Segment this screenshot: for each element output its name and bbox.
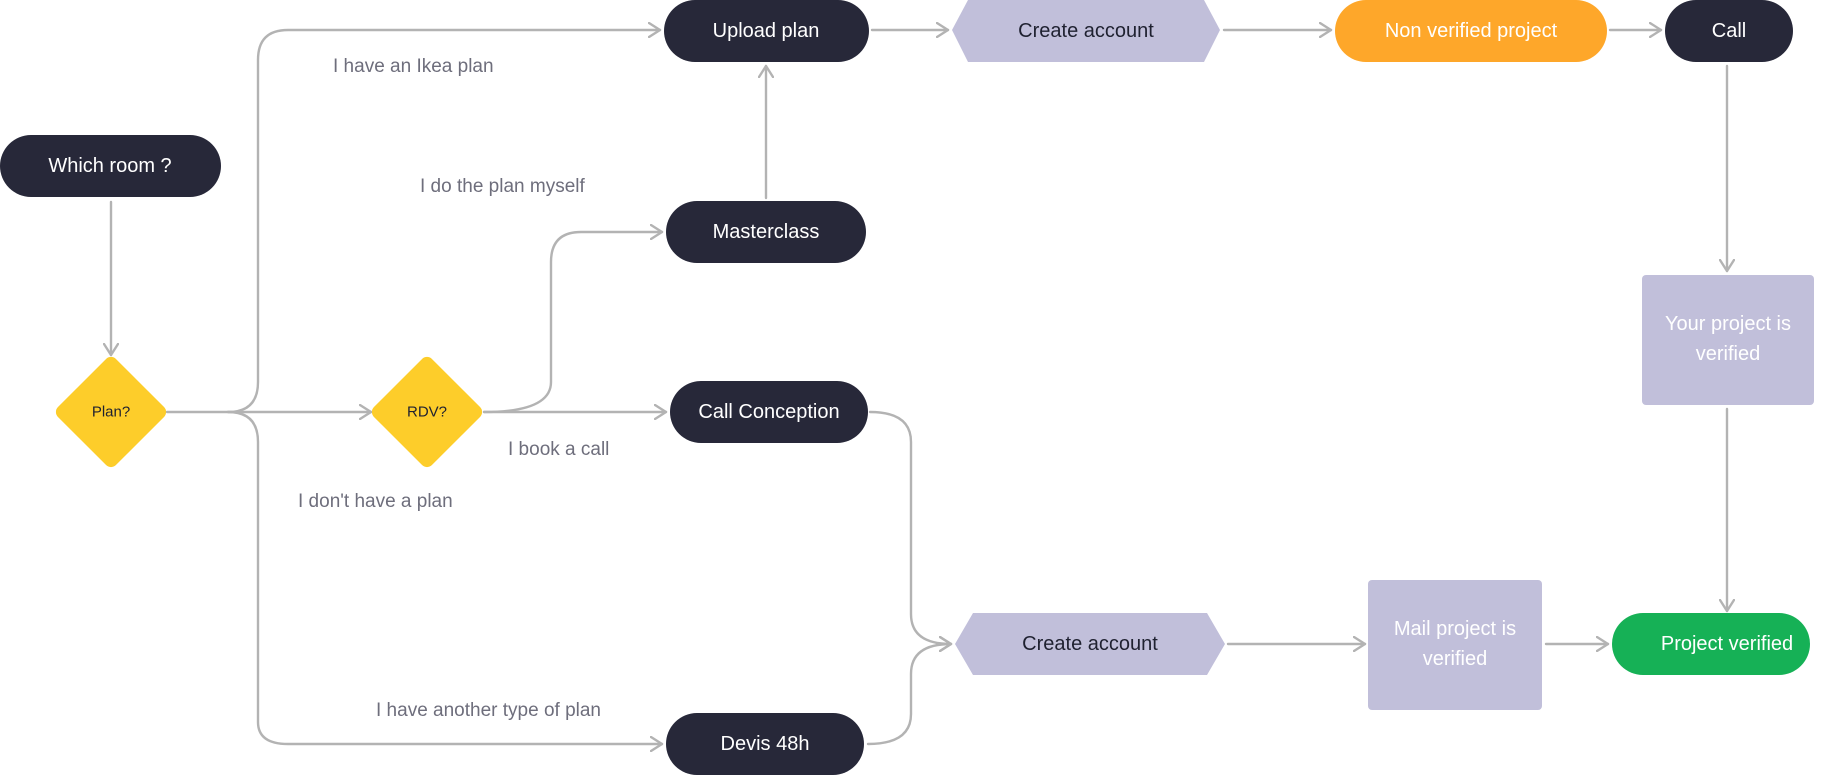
node-create-account-top: Create account: [952, 0, 1220, 62]
edge-rdv-to-masterclass: [482, 232, 664, 414]
node-devis-48h: Devis 48h: [666, 713, 864, 775]
node-upload-plan-label: Upload plan: [713, 20, 820, 42]
edge-plan-to-devis: [226, 410, 664, 744]
edge-label-no-plan: I don't have a plan: [298, 491, 453, 512]
decision-rdv-label: RDV?: [407, 404, 447, 421]
edge-plan-to-upload-plan: [226, 30, 662, 414]
edge-label-book-call: I book a call: [508, 439, 609, 460]
node-project-verified: Project verified: [1612, 613, 1810, 675]
node-which-room-label: Which room ?: [48, 155, 171, 177]
node-which-room: Which room ?: [0, 135, 221, 197]
node-non-verified-project-label: Non verified project: [1385, 20, 1558, 42]
node-devis-48h-label: Devis 48h: [721, 733, 810, 755]
node-create-account-bottom-label: Create account: [1022, 633, 1158, 655]
node-call-conception-label: Call Conception: [698, 401, 839, 423]
node-your-project-verified-line1: Your project is: [1665, 313, 1791, 335]
node-create-account-bottom: Create account: [955, 613, 1225, 675]
node-masterclass: Masterclass: [666, 201, 866, 263]
node-upload-plan: Upload plan: [664, 0, 869, 62]
node-call-conception: Call Conception: [670, 381, 868, 443]
edge-label-other-plan: I have another type of plan: [376, 700, 601, 721]
node-call-label: Call: [1712, 20, 1746, 42]
decision-rdv: RDV?: [371, 356, 483, 468]
node-call: Call: [1665, 0, 1793, 62]
edge-label-plan-myself: I do the plan myself: [420, 176, 585, 197]
node-mail-project-verified-line2: verified: [1423, 648, 1487, 670]
node-non-verified-project: Non verified project: [1335, 0, 1607, 62]
node-mail-project-verified: Mail project is verified: [1368, 580, 1542, 710]
node-your-project-verified-line2: verified: [1696, 343, 1760, 365]
node-your-project-verified: Your project is verified: [1642, 275, 1814, 405]
node-create-account-top-label: Create account: [1018, 20, 1154, 42]
node-mail-project-verified-line1: Mail project is: [1394, 618, 1516, 640]
edge-devis-to-create-account-bottom: [866, 644, 953, 746]
node-masterclass-label: Masterclass: [713, 221, 820, 243]
edge-labels: I have an Ikea plan I do the plan myself…: [298, 56, 609, 721]
connectors: [111, 30, 1727, 744]
decision-plan-label: Plan?: [92, 404, 130, 421]
node-project-verified-label: Project verified: [1661, 633, 1793, 655]
edge-label-ikea-plan: I have an Ikea plan: [333, 56, 494, 77]
edge-call-conception-to-create-account-bottom: [868, 410, 953, 644]
decision-plan: Plan?: [55, 356, 167, 468]
